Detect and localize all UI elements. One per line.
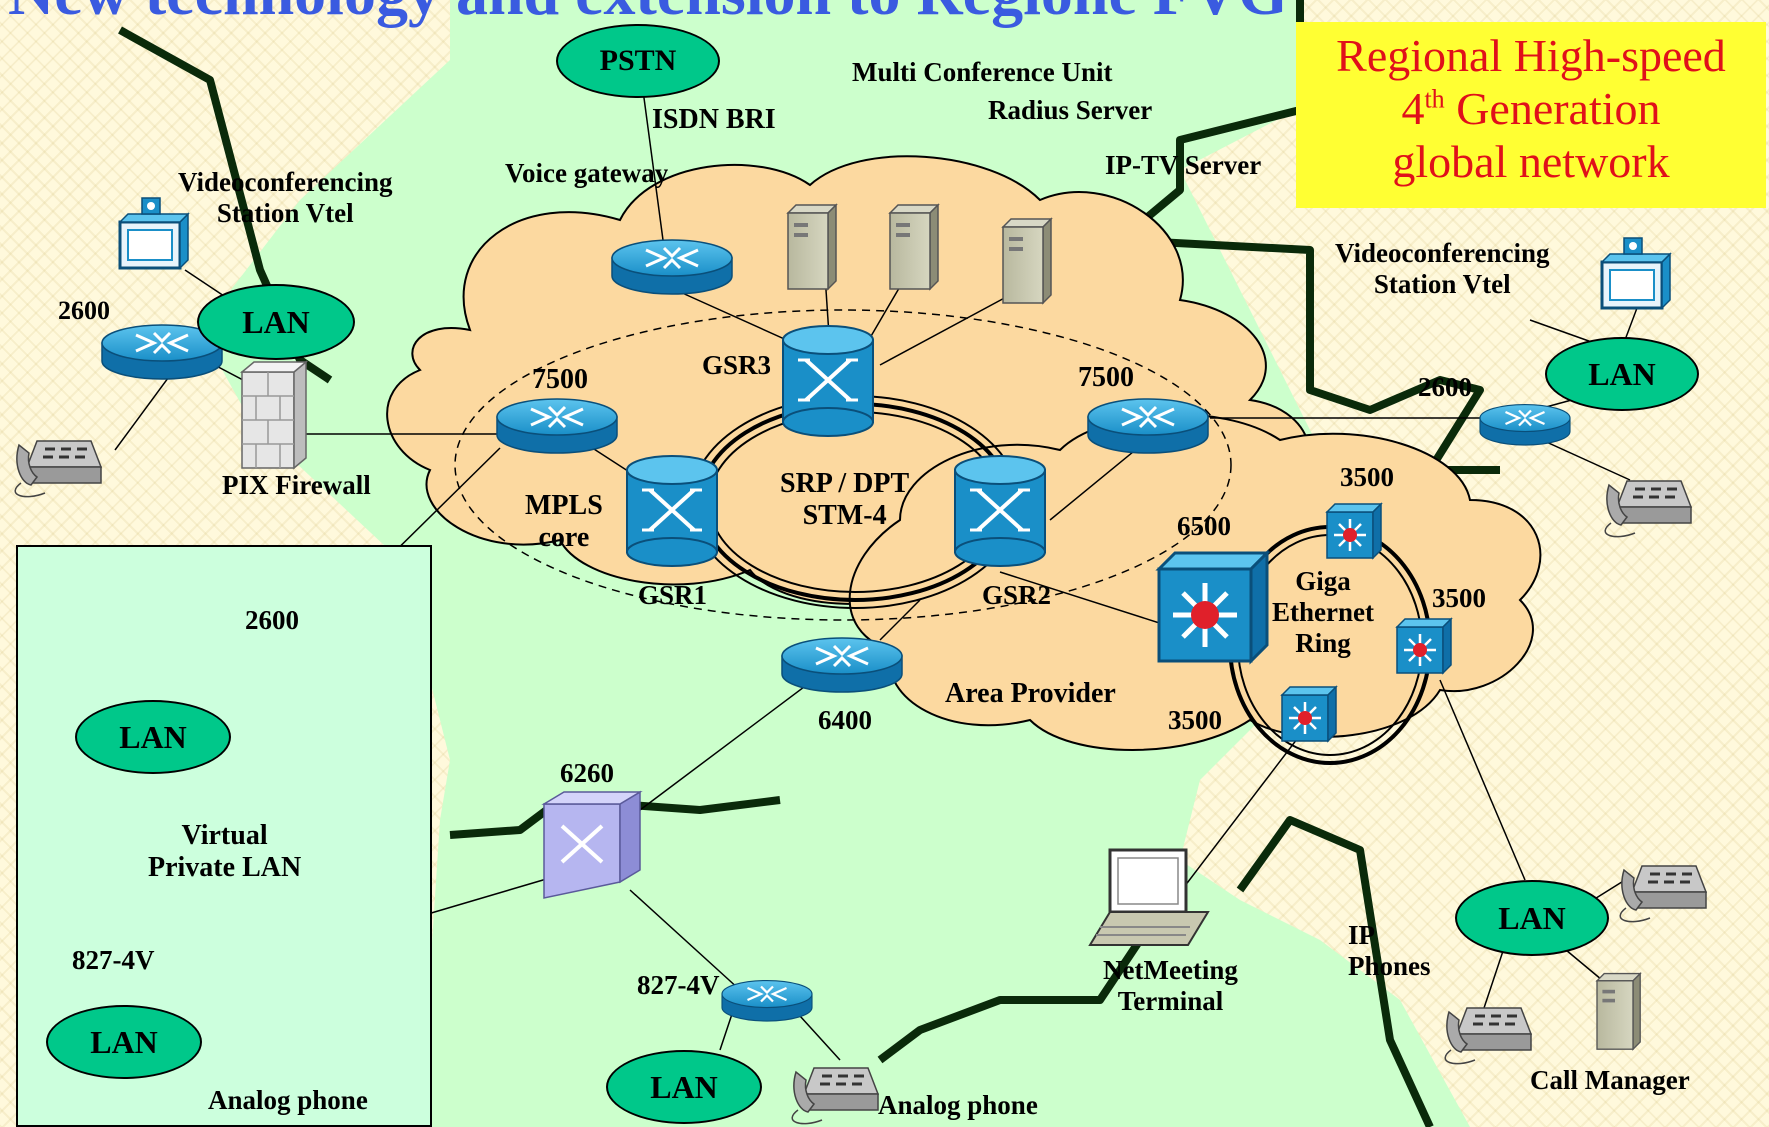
pix-firewall-label: PIX Firewall xyxy=(222,470,371,500)
router-2600-vpl-label: 2600 xyxy=(245,605,299,635)
phone-icon-top-left xyxy=(13,439,103,499)
mpls-core-boundary xyxy=(454,309,1232,621)
vc-station-right-icon xyxy=(1600,236,1672,310)
isdn-bri-label: ISDN BRI xyxy=(652,104,776,135)
gsr1-router xyxy=(625,454,719,568)
router-6400 xyxy=(780,636,904,694)
router-7500-left xyxy=(495,397,619,455)
area-provider-label: Area Provider xyxy=(945,678,1116,709)
radius-server-label: Radius Server xyxy=(988,95,1153,125)
switch-3500-right xyxy=(1395,617,1453,675)
ip-phone-icon-1 xyxy=(1443,1006,1533,1066)
gsr3-router xyxy=(781,324,875,438)
analog-phone-bottom-label: Analog phone xyxy=(878,1090,1038,1120)
lan-oval-bottom-right: LAN xyxy=(1455,880,1609,956)
callout-line3: global network xyxy=(1392,135,1670,187)
switch-6500 xyxy=(1159,553,1267,661)
router-827-4v-bottom-label: 827-4V xyxy=(637,970,720,1000)
voice-gateway-router xyxy=(610,238,734,296)
router-7500-left-label: 7500 xyxy=(532,364,588,395)
router-7500-right-label: 7500 xyxy=(1078,362,1134,393)
router-7500-right xyxy=(1086,397,1210,455)
phone-icon-right xyxy=(1603,479,1693,539)
router-2600-right-label: 2600 xyxy=(1418,372,1472,402)
router-827-4v-vpl-label: 827-4V xyxy=(72,945,155,975)
gsr2-label: GSR2 xyxy=(982,580,1052,610)
analog-phone-vpl-label: Analog phone xyxy=(208,1085,368,1115)
radius-server xyxy=(889,204,939,290)
switch-3500-bottom xyxy=(1280,685,1338,743)
router-2600-top-left-label: 2600 xyxy=(58,296,110,325)
switch-3500-top-label: 3500 xyxy=(1340,462,1394,492)
callout-line2: 4th Generation xyxy=(1401,82,1661,134)
gsr2-router xyxy=(953,454,1047,568)
mcu-label: Multi Conference Unit xyxy=(852,57,1113,87)
mcu-server xyxy=(787,204,837,290)
callout-line1: Regional High-speed xyxy=(1336,30,1726,81)
pix-firewall-icon xyxy=(239,360,309,470)
router-6400-label: 6400 xyxy=(818,705,872,735)
lan-oval-vpl-bottom: LAN xyxy=(46,1005,202,1079)
call-manager-label: Call Manager xyxy=(1530,1065,1690,1095)
switch-3500-top xyxy=(1325,502,1383,560)
callout-box: Regional High-speed 4th Generation globa… xyxy=(1296,22,1766,208)
map-border-top xyxy=(1116,0,1500,474)
netmeeting-laptop-icon xyxy=(1088,848,1210,946)
switch-3500-right-label: 3500 xyxy=(1432,583,1486,613)
switch-6500-label: 6500 xyxy=(1177,511,1231,541)
voice-gateway-label: Voice gateway xyxy=(505,158,669,188)
gsr3-label: GSR3 xyxy=(702,350,772,380)
iptv-server-label: IP-TV Server xyxy=(1105,150,1262,180)
lan-oval-vpl-top: LAN xyxy=(75,700,231,774)
iptv-server xyxy=(1002,218,1052,304)
ip-phone-icon-2 xyxy=(1618,864,1708,924)
map-border-left xyxy=(118,26,333,384)
call-manager-server xyxy=(1596,972,1641,1050)
gsr1-label: GSR1 xyxy=(638,580,708,610)
router-6260-label: 6260 xyxy=(560,758,614,788)
router-6260-icon xyxy=(541,790,643,899)
lan-oval-right: LAN xyxy=(1545,337,1699,411)
lan-oval-top-left: LAN xyxy=(197,284,355,360)
pstn-oval: PSTN xyxy=(556,24,720,98)
lan-oval-bottom-center: LAN xyxy=(606,1050,762,1124)
switch-3500-bottom-label: 3500 xyxy=(1168,705,1222,735)
router-827-4v-bottom xyxy=(720,979,814,1023)
map-border-right xyxy=(1236,816,1434,1127)
router-2600-right xyxy=(1478,403,1572,447)
